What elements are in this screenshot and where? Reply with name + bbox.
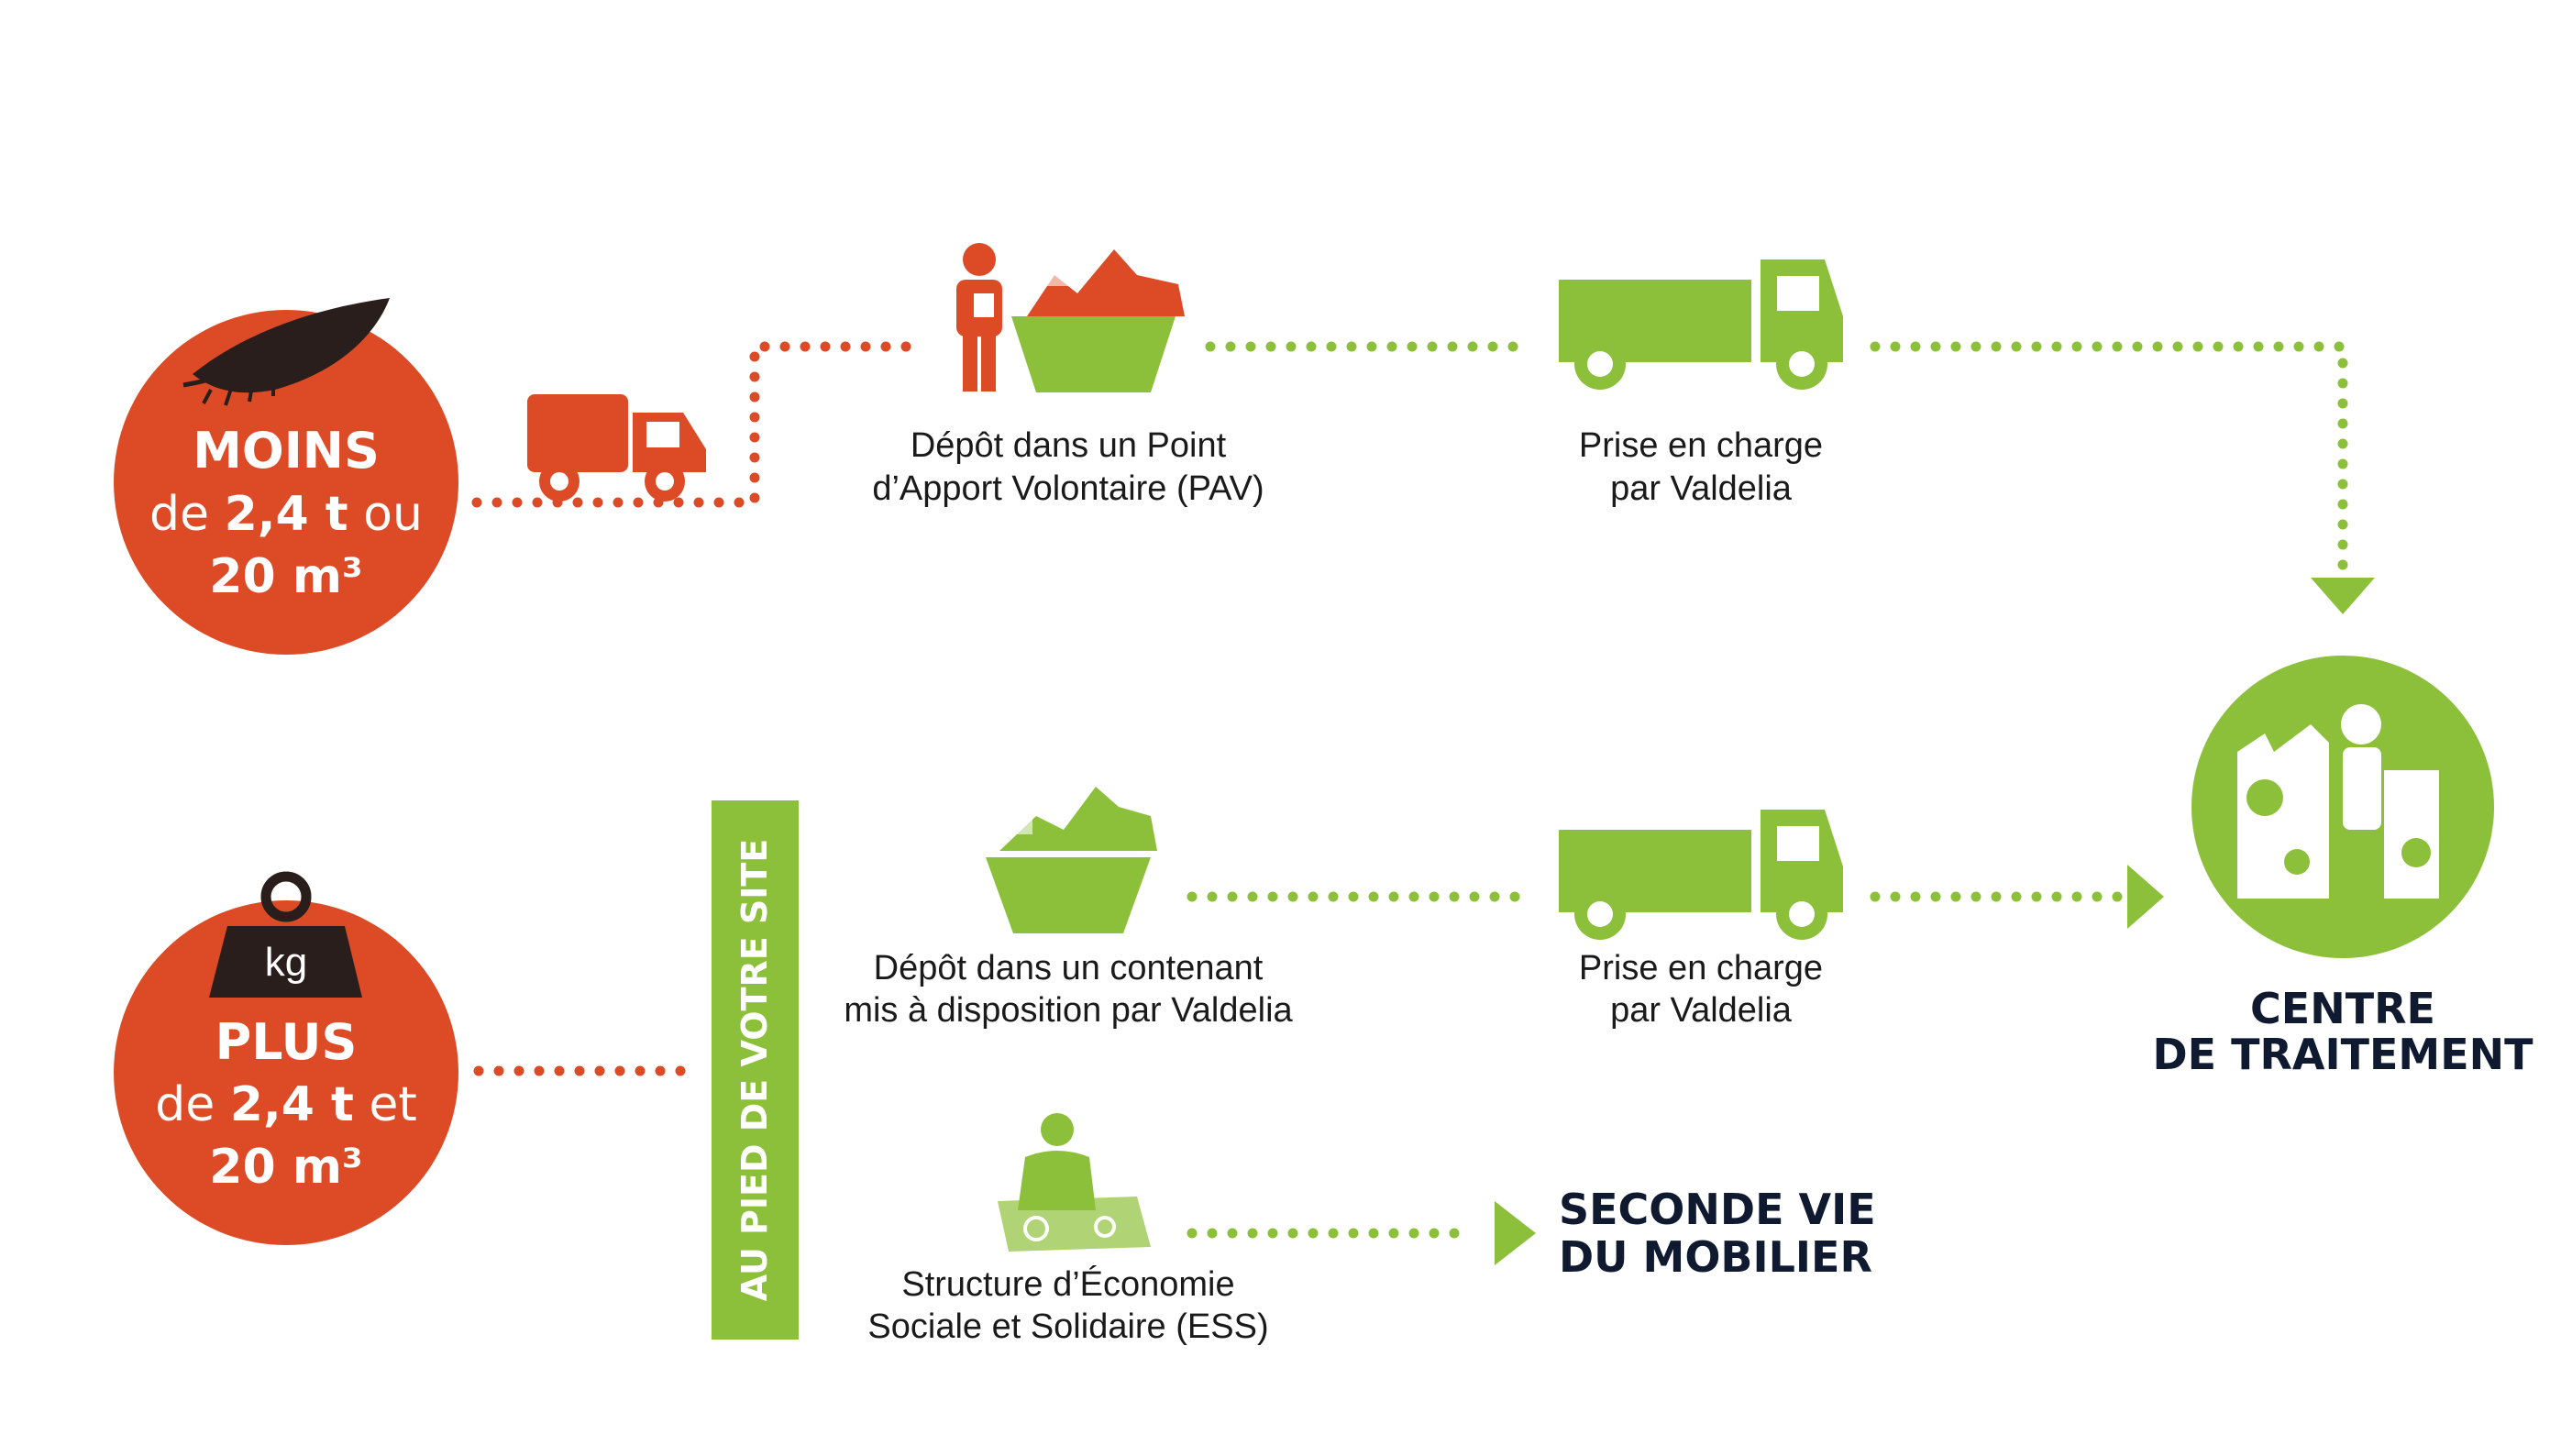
ess-caption-line1: Structure d’Économie xyxy=(901,1264,1234,1304)
second-life-line1: SECONDE VIE xyxy=(1559,1185,1876,1234)
weight-icon: kg xyxy=(209,871,362,998)
truck-icon xyxy=(1559,810,1843,940)
truck-icon xyxy=(1559,259,1843,390)
on-site-label: AU PIED DE VOTRE SITE xyxy=(734,839,775,1302)
pickup-top-caption-line2: par Valdelia xyxy=(1610,469,1793,508)
source-top-line2: de 2,4 t ou xyxy=(149,487,423,542)
connector-truck-to-treatment xyxy=(1870,341,2348,572)
worker-icon xyxy=(956,243,1002,392)
container-caption-line1: Dépôt dans un contenant xyxy=(874,949,1264,987)
feather-icon xyxy=(182,298,390,406)
on-site-bar: AU PIED DE VOTRE SITE xyxy=(712,800,799,1340)
pav-drop-off-icon xyxy=(956,243,1185,392)
container-caption-line2: mis à disposition par Valdelia xyxy=(844,991,1293,1030)
source-less-than-threshold: MOINS de 2,4 t ou 20 m³ xyxy=(114,298,458,655)
source-top-line1: MOINS xyxy=(193,422,380,480)
repair-worker-icon xyxy=(998,1113,1151,1252)
source-top-line3: 20 m³ xyxy=(209,549,362,604)
pickup-bottom-caption-line1: Prise en charge xyxy=(1579,949,1823,987)
ess-caption-line2: Sociale et Solidaire (ESS) xyxy=(867,1307,1268,1346)
factory-machine-icon xyxy=(2237,704,2439,899)
treatment-line1: CENTRE xyxy=(2250,984,2435,1033)
arrow-right-icon xyxy=(2127,865,2164,929)
second-life-line2: DU MOBILIER xyxy=(1559,1232,1872,1282)
source-more-than-threshold: kg PLUS de 2,4 t et 20 m³ xyxy=(114,871,458,1245)
connector-top-orange xyxy=(471,341,932,508)
source-bottom-line3: 20 m³ xyxy=(209,1140,362,1195)
truck-icon xyxy=(527,394,706,502)
pickup-bottom-caption-line2: par Valdelia xyxy=(1610,991,1793,1030)
treatment-center: CENTRE DE TRAITEMENT xyxy=(2152,656,2533,1079)
weight-label: kg xyxy=(265,940,307,985)
container-icon xyxy=(986,787,1157,933)
pickup-top-caption-line1: Prise en charge xyxy=(1579,426,1823,465)
treatment-line2: DE TRAITEMENT xyxy=(2152,1030,2533,1079)
arrow-right-icon xyxy=(1495,1201,1536,1265)
pav-caption-line1: Dépôt dans un Point xyxy=(911,426,1227,465)
source-bottom-line2: de 2,4 t et xyxy=(155,1077,417,1132)
pav-caption-line2: d’Apport Volontaire (PAV) xyxy=(872,469,1264,508)
source-bottom-line1: PLUS xyxy=(215,1013,358,1071)
arrow-down-icon xyxy=(2311,578,2375,614)
